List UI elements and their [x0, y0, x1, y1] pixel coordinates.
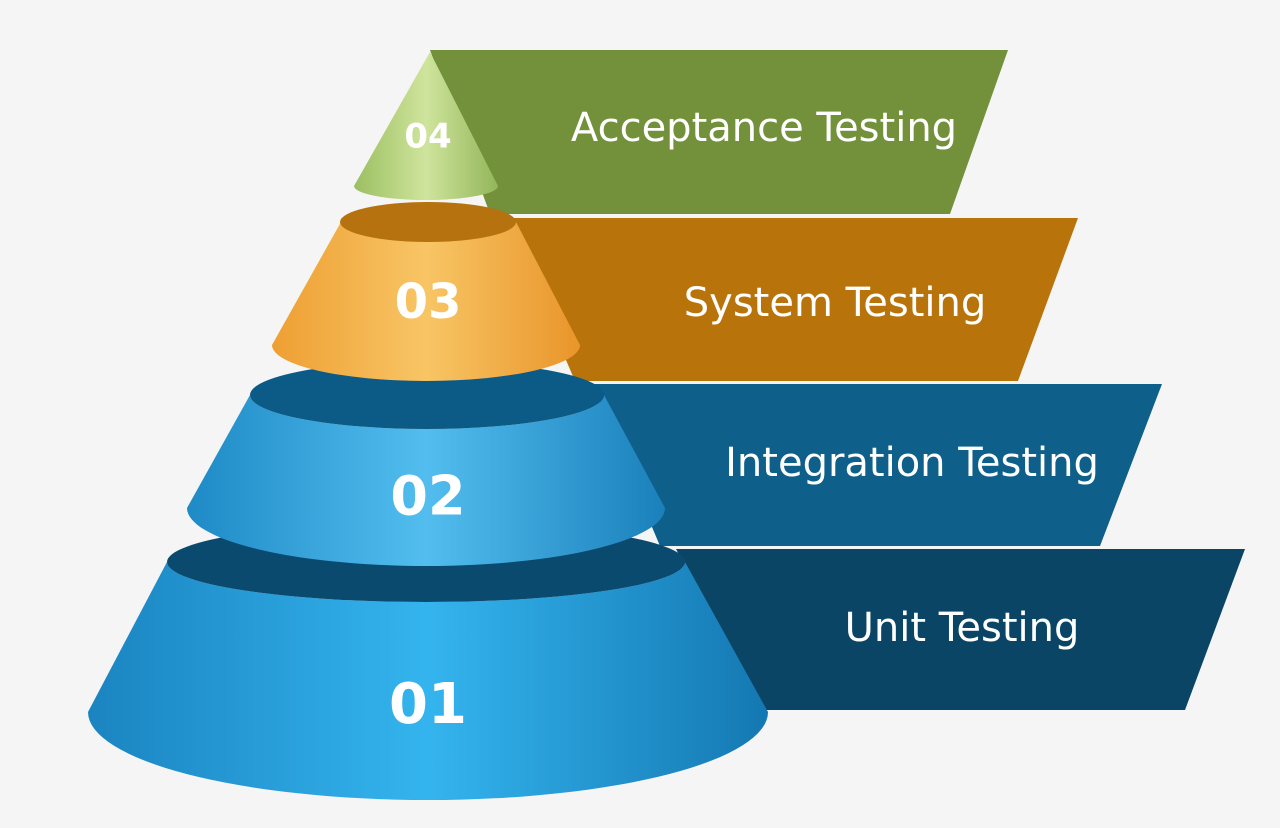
level-label-4: Acceptance Testing: [571, 105, 957, 151]
level-label-1: Unit Testing: [845, 605, 1080, 651]
banner-level-1: [676, 549, 1245, 710]
banner-level-3: [505, 218, 1078, 381]
cone-level-3: [272, 202, 580, 381]
cone-level-4: [354, 52, 498, 200]
level-number-1: 01: [389, 672, 467, 737]
cone-level-2: [187, 361, 665, 566]
level-label-2: Integration Testing: [725, 440, 1099, 486]
level-label-3: System Testing: [684, 280, 987, 326]
level-number-4: 04: [404, 117, 451, 157]
level-number-2: 02: [390, 465, 465, 528]
banner-level-2: [592, 384, 1162, 546]
level-number-3: 03: [395, 274, 462, 330]
banner-level-4: [430, 50, 1008, 214]
